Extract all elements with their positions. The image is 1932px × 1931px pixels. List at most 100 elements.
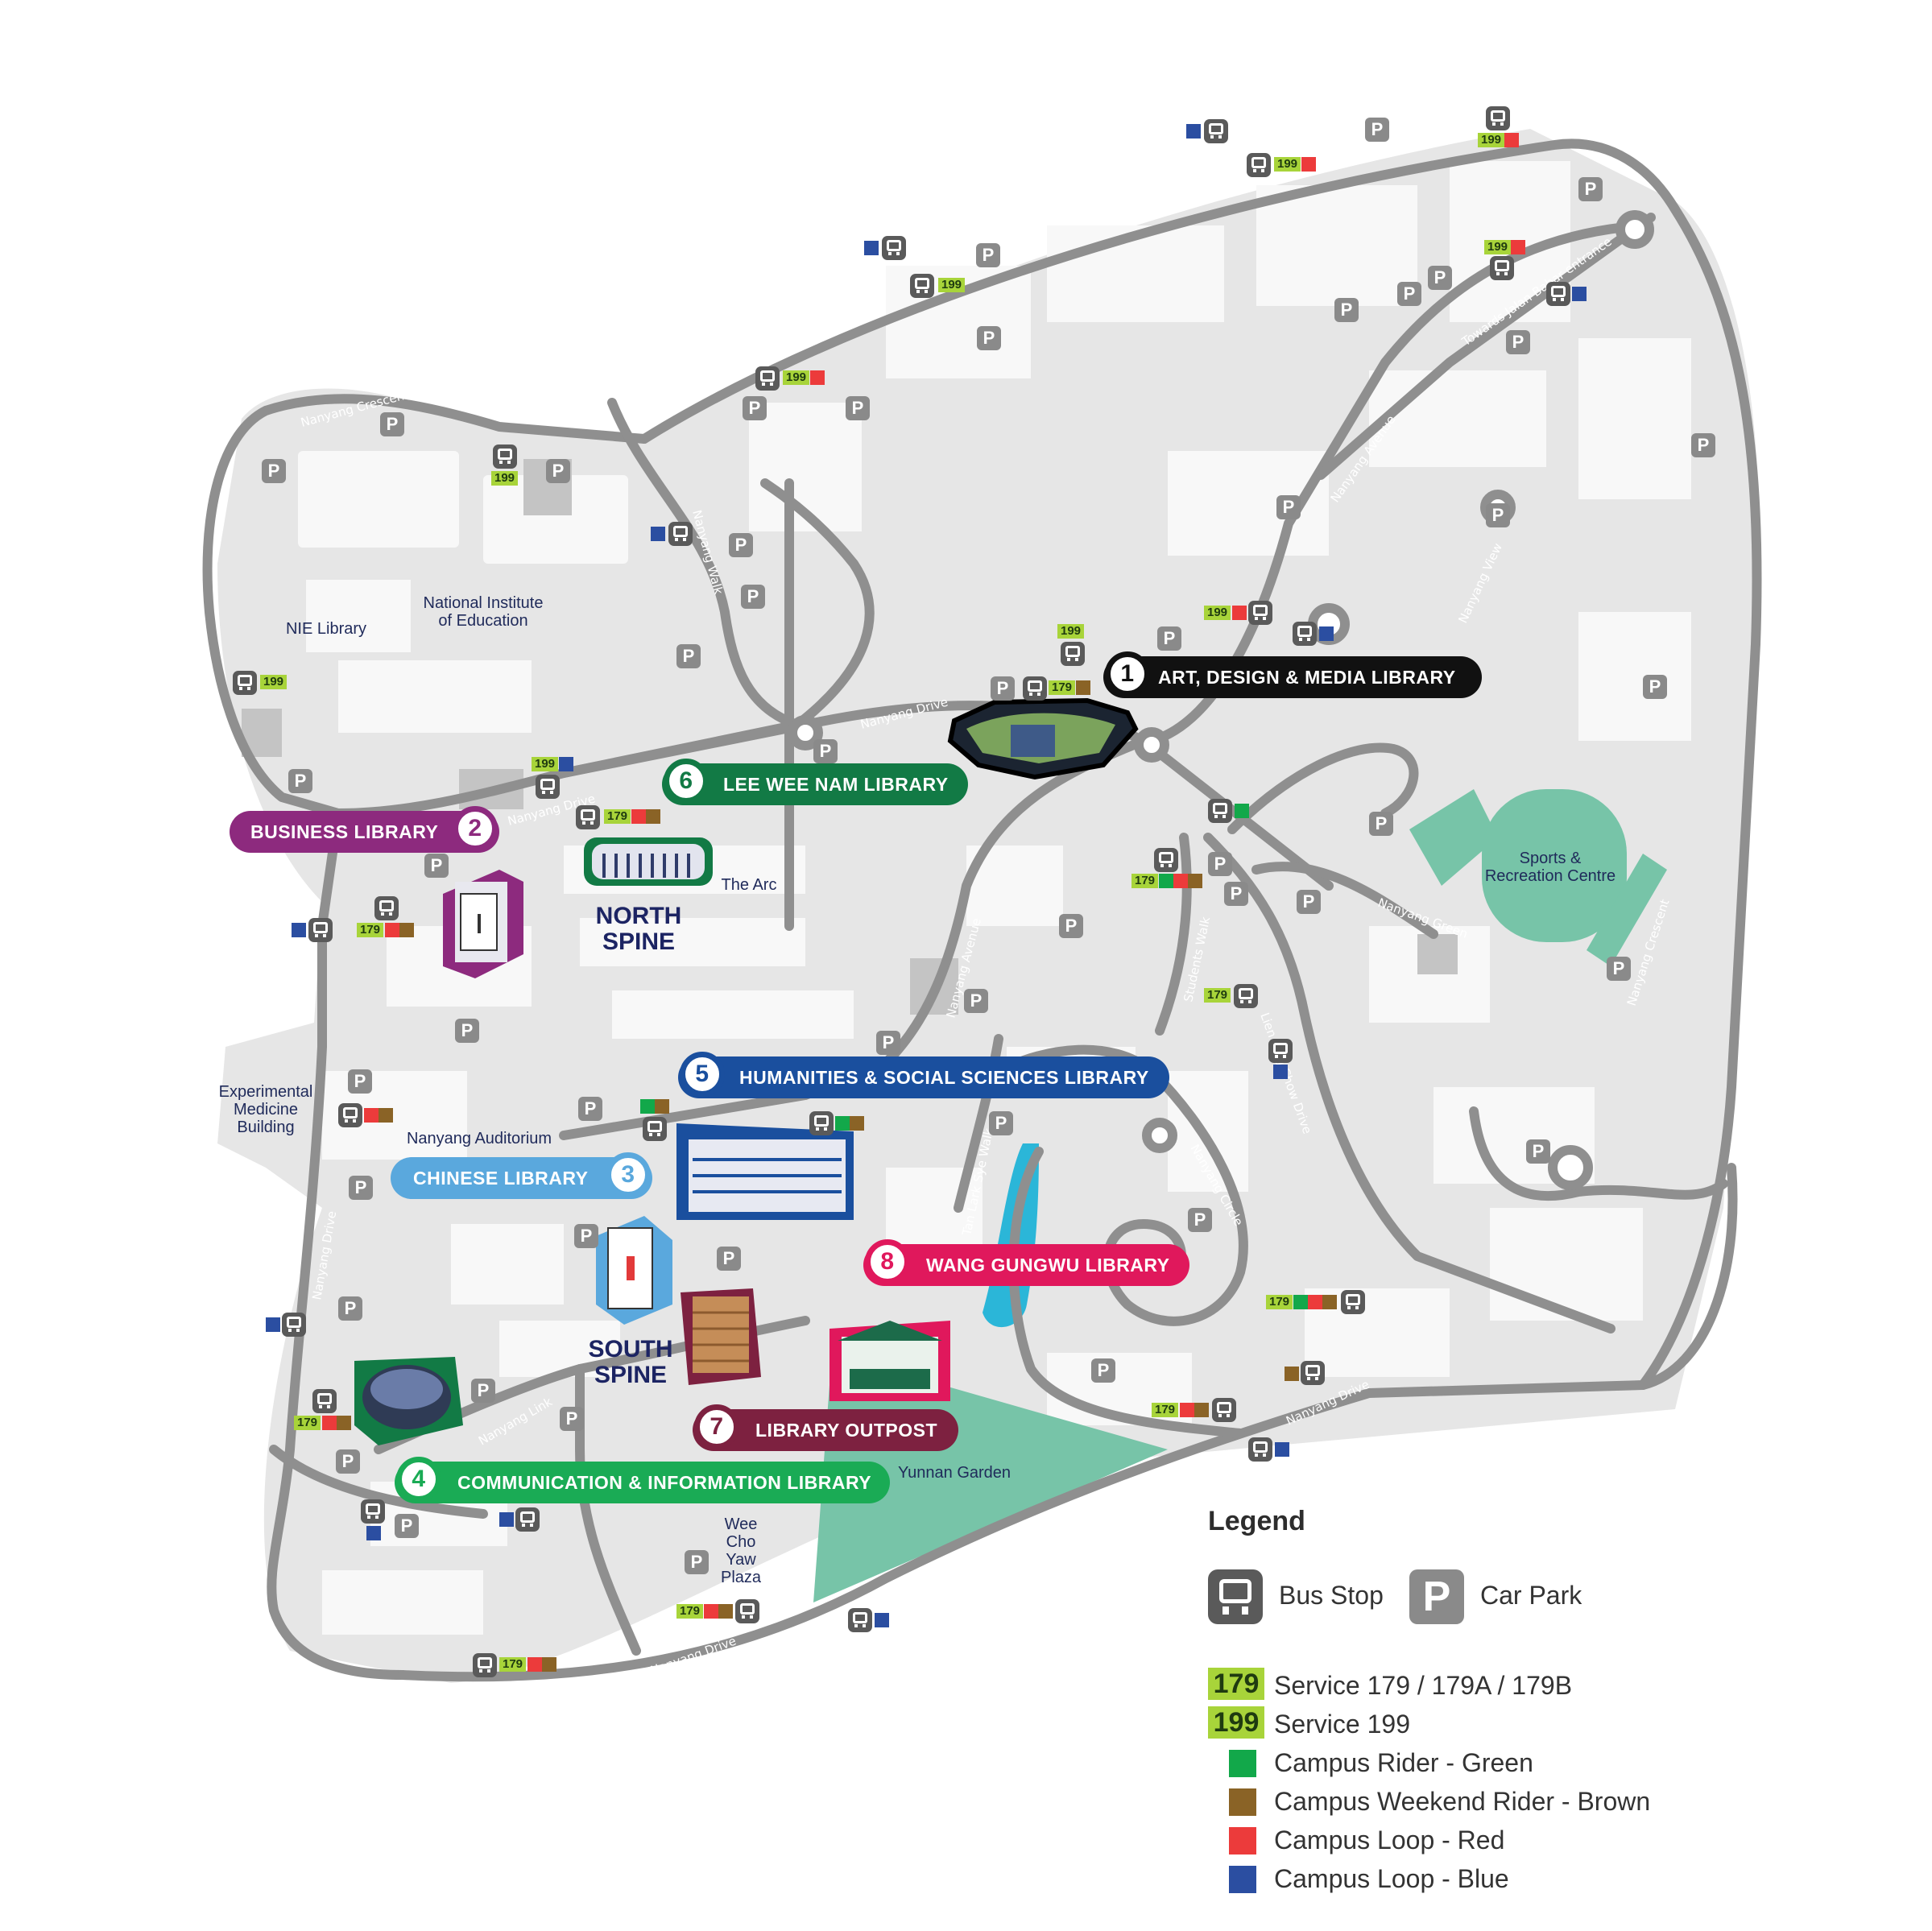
library-number-2: 2	[453, 806, 498, 851]
bus-stop-icon[interactable]	[668, 522, 693, 546]
library-pill-7[interactable]: 7 LIBRARY OUTPOST	[693, 1404, 958, 1451]
car-park-icon[interactable]: P	[741, 585, 765, 609]
car-park-icon[interactable]: P	[989, 1111, 1013, 1135]
legend-item-179: 179 Service 179 / 179A / 179B	[1208, 1666, 1691, 1705]
bus-stop-icon[interactable]	[1490, 256, 1514, 280]
library-pill-3[interactable]: CHINESE LIBRARY 3	[391, 1152, 652, 1199]
bus-stop-icon[interactable]	[1248, 601, 1272, 625]
car-park-icon[interactable]: P	[348, 1069, 372, 1094]
bus-stop-icon[interactable]	[338, 1103, 362, 1127]
car-park-icon[interactable]: P	[471, 1379, 495, 1403]
car-park-icon[interactable]: P	[338, 1296, 362, 1321]
car-park-icon[interactable]: P	[1607, 957, 1631, 981]
car-park-icon[interactable]: P	[1506, 330, 1530, 354]
bus-stop-icon[interactable]	[1546, 282, 1570, 306]
bus-stop-icon[interactable]	[1248, 1437, 1272, 1462]
car-park-icon[interactable]: P	[977, 326, 1001, 350]
bus-stop-icon[interactable]	[1341, 1290, 1365, 1314]
bus-stop-icon[interactable]	[536, 775, 560, 799]
bus-stop-icon[interactable]	[882, 236, 906, 260]
library-pill-1[interactable]: 1 ART, DESIGN & MEDIA LIBRARY	[1103, 651, 1482, 698]
car-park-icon[interactable]: P	[676, 644, 701, 668]
car-park-icon[interactable]: P	[349, 1176, 373, 1200]
library-pill-5[interactable]: 5 HUMANITIES & SOCIAL SCIENCES LIBRARY	[678, 1052, 1169, 1098]
bus-stop-icon[interactable]	[809, 1111, 834, 1135]
car-park-icon[interactable]: P	[846, 396, 870, 420]
bus-stop-icon[interactable]	[643, 1117, 667, 1141]
car-park-icon[interactable]: P	[1397, 282, 1421, 306]
car-park-icon[interactable]: P	[1578, 177, 1603, 201]
service-179-tag: 179	[357, 923, 384, 937]
bus-stop-icon[interactable]	[1023, 676, 1047, 701]
bus-stop-icon[interactable]	[374, 896, 399, 920]
bus-stop-icon[interactable]	[1293, 622, 1317, 646]
bus-stop-icon[interactable]	[1486, 106, 1510, 130]
library-pill-6[interactable]: 6 LEE WEE NAM LIBRARY	[662, 759, 968, 805]
car-park-icon[interactable]: P	[1157, 626, 1181, 651]
car-park-icon[interactable]: P	[991, 676, 1015, 701]
car-park-icon[interactable]: P	[685, 1550, 709, 1574]
bus-stop-icon[interactable]	[1247, 153, 1271, 177]
car-park-icon[interactable]: P	[336, 1449, 360, 1474]
car-park-icon[interactable]: P	[964, 989, 988, 1013]
bus-stop-icon[interactable]	[576, 805, 600, 829]
car-park-icon[interactable]: P	[743, 396, 767, 420]
bus-stop-icon[interactable]	[755, 366, 780, 391]
car-park-icon[interactable]: P	[1059, 914, 1083, 938]
car-park-icon[interactable]: P	[1276, 495, 1301, 519]
bus-stop-icon[interactable]	[1061, 642, 1085, 666]
car-park-icon[interactable]: P	[288, 769, 312, 793]
car-park-icon[interactable]: P	[395, 1514, 419, 1538]
car-park-icon[interactable]: P	[976, 243, 1000, 267]
car-park-icon[interactable]: P	[1428, 266, 1452, 290]
library-pill-2[interactable]: BUSINESS LIBRARY 2	[230, 806, 499, 853]
bus-stop-icon[interactable]	[361, 1499, 385, 1524]
car-park-icon[interactable]: P	[578, 1097, 602, 1121]
car-park-icon[interactable]: P	[455, 1019, 479, 1043]
bus-stop-icon[interactable]	[1204, 119, 1228, 143]
car-park-icon[interactable]: P	[1208, 852, 1232, 876]
bus-stop-icon[interactable]	[515, 1507, 540, 1532]
car-park-icon[interactable]: P	[813, 739, 838, 763]
bus-stop-icon[interactable]	[282, 1313, 306, 1337]
car-park-icon[interactable]: P	[424, 854, 449, 878]
car-park-icon[interactable]: P	[262, 459, 286, 483]
bus-stop-icon[interactable]	[308, 918, 333, 942]
library-pill-8[interactable]: 8 WANG GUNGWU LIBRARY	[863, 1239, 1189, 1286]
car-park-icon[interactable]: P	[1643, 675, 1667, 699]
bus-stop-icon[interactable]	[1301, 1361, 1325, 1385]
bus-stop-icon[interactable]	[473, 1653, 497, 1677]
legend-199-label: Service 199	[1274, 1710, 1410, 1739]
bus-stop-icon[interactable]	[848, 1608, 872, 1632]
car-park-icon[interactable]: P	[717, 1247, 741, 1271]
car-park-icon[interactable]: P	[1369, 812, 1393, 836]
car-park-icon[interactable]: P	[1188, 1208, 1212, 1232]
service-199-tag: 199	[260, 675, 288, 689]
car-park-icon[interactable]: P	[1334, 298, 1359, 322]
bus-stop-icon[interactable]	[735, 1599, 759, 1623]
car-park-icon[interactable]: P	[546, 459, 570, 483]
car-park-icon[interactable]: P	[1526, 1139, 1550, 1164]
bus-stop-icon[interactable]	[312, 1389, 337, 1413]
car-park-icon[interactable]: P	[876, 1031, 900, 1055]
car-park-icon[interactable]: P	[1297, 890, 1321, 914]
car-park-icon[interactable]: P	[1365, 118, 1389, 142]
car-park-icon[interactable]: P	[560, 1407, 584, 1431]
car-park-icon[interactable]: P	[1486, 503, 1510, 527]
bus-stop-icon[interactable]	[1268, 1039, 1293, 1063]
car-park-icon[interactable]: P	[1224, 882, 1248, 906]
car-park-icon[interactable]: P	[574, 1224, 598, 1248]
car-park-icon[interactable]: P	[729, 533, 753, 557]
bus-stop-icon[interactable]	[1208, 799, 1232, 823]
bus-stop-icon[interactable]	[1212, 1398, 1236, 1422]
car-park-icon[interactable]: P	[1091, 1358, 1115, 1383]
bus-stop-icon[interactable]	[910, 274, 934, 298]
car-park-icon[interactable]: P	[1691, 433, 1715, 457]
library-pill-4[interactable]: 4 COMMUNICATION & INFORMATION LIBRARY	[395, 1457, 890, 1503]
bus-stop-icon[interactable]	[493, 445, 517, 469]
bus-stop-icon[interactable]	[1154, 848, 1178, 872]
bus-stop-icon[interactable]	[1234, 984, 1258, 1008]
bus-stop-icon[interactable]	[233, 671, 257, 695]
car-park-icon[interactable]: P	[380, 412, 404, 436]
legend-199-badge: 199	[1208, 1706, 1264, 1739]
